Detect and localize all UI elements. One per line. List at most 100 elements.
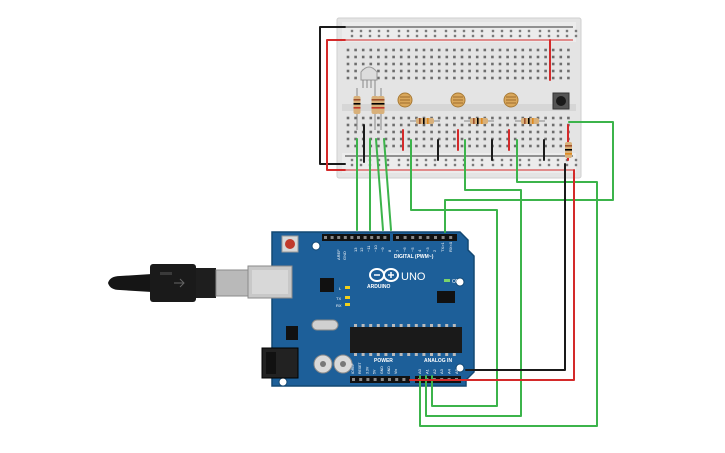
breadboard-hole: [437, 130, 441, 134]
breadboard-hole: [392, 76, 395, 80]
header-pin[interactable]: [350, 236, 354, 239]
header-pin[interactable]: [330, 236, 334, 239]
rail-hole: [471, 29, 475, 33]
rail-hole: [471, 34, 475, 38]
header-pin[interactable]: [449, 236, 453, 239]
breadboard-hole: [422, 123, 426, 127]
breadboard-hole: [399, 69, 403, 73]
usb-port[interactable]: [247, 265, 293, 299]
power-pin-label: IOREF: [351, 363, 355, 374]
led-resistors: [353, 88, 385, 130]
header-pin[interactable]: [352, 378, 355, 381]
breadboard-hole: [384, 48, 388, 52]
breadboard-hole: [513, 116, 517, 120]
wire-ldr3-green[interactable]: [419, 139, 598, 427]
led-tx-label: TX: [336, 296, 341, 301]
header-pin[interactable]: [324, 236, 327, 239]
usb-cable[interactable]: [108, 264, 249, 302]
header-pin[interactable]: [434, 236, 437, 239]
resistor-body[interactable]: [416, 118, 434, 124]
breadboard-hole: [399, 123, 403, 127]
rail-hole: [415, 158, 419, 162]
breadboard-hole: [544, 62, 547, 66]
breadboard-hole: [399, 137, 403, 141]
breadboard-hole: [415, 76, 418, 80]
wire-5v-red[interactable]: [409, 169, 575, 381]
digital-pin-label: ~11: [366, 245, 371, 252]
header-pin[interactable]: [441, 236, 445, 239]
wire-gnd-black[interactable]: [465, 163, 566, 371]
rail-hole: [574, 34, 578, 38]
resistor-body[interactable]: [377, 96, 385, 114]
header-pin[interactable]: [357, 236, 360, 239]
breadboard-hole: [361, 62, 365, 66]
resistor-band: [377, 103, 385, 105]
breadboard-hole: [491, 69, 494, 73]
breadboard-hole: [521, 69, 525, 73]
breadboard-hole: [354, 123, 357, 127]
breadboard-hole: [407, 62, 411, 66]
header-pin[interactable]: [395, 378, 399, 381]
breadboard-hole: [559, 76, 563, 80]
digital-header[interactable]: [322, 234, 457, 241]
rgb-led[interactable]: [360, 66, 378, 88]
wire-led-green-3[interactable]: [375, 138, 384, 231]
reset-button[interactable]: [281, 235, 299, 253]
breadboard-hole: [567, 55, 570, 59]
rail-hole: [556, 158, 560, 162]
photoresistor[interactable]: [450, 92, 466, 108]
breadboard-hole: [536, 137, 540, 141]
breadboard-hole: [430, 130, 433, 134]
header-pin[interactable]: [376, 236, 380, 239]
header-pin[interactable]: [383, 236, 387, 239]
wire-ldr1-green[interactable]: [410, 139, 498, 407]
photoresistor[interactable]: [397, 92, 413, 108]
header-pin[interactable]: [370, 236, 374, 239]
rail-hole: [480, 158, 484, 162]
chip-pin: [430, 353, 433, 356]
header-pin[interactable]: [366, 378, 370, 381]
breadboard-hole: [453, 123, 456, 127]
header-pin[interactable]: [373, 378, 377, 381]
header-pin[interactable]: [402, 378, 406, 381]
wire-led-green-4[interactable]: [383, 138, 392, 231]
rail-hole: [444, 29, 448, 33]
wire-red-rail-loop[interactable]: [326, 39, 346, 171]
header-pin[interactable]: [396, 236, 399, 239]
header-pin[interactable]: [388, 378, 391, 381]
wire-black-rail-loop[interactable]: [319, 26, 346, 165]
header-pin[interactable]: [337, 236, 341, 239]
digital-pin-label: ~10: [373, 244, 378, 252]
digital-pin-label: ~3: [425, 247, 430, 252]
header-pin[interactable]: [403, 236, 407, 239]
resistor-body[interactable]: [470, 118, 488, 124]
breadboard-hole: [544, 137, 547, 141]
breadboard-hole: [536, 62, 540, 66]
resistor-body[interactable]: [371, 96, 379, 114]
breadboard-hole: [536, 69, 540, 73]
pushbutton[interactable]: [552, 92, 570, 110]
header-pin[interactable]: [426, 236, 430, 239]
breadboard-hole: [354, 144, 357, 148]
breadboard-hole: [437, 137, 441, 141]
power-jack[interactable]: [261, 347, 299, 379]
resistor-body[interactable]: [521, 118, 539, 124]
rail-hole: [500, 163, 504, 167]
rail-hole: [359, 29, 363, 33]
wire-ldr2-green[interactable]: [425, 139, 522, 417]
wire-button-green[interactable]: [444, 121, 614, 233]
header-pin[interactable]: [363, 236, 367, 239]
rail-hole: [377, 29, 381, 33]
on-label: ON: [452, 279, 460, 285]
mounting-hole: [311, 241, 321, 251]
header-pin[interactable]: [380, 378, 384, 381]
header-pin[interactable]: [411, 236, 415, 239]
header-pin[interactable]: [359, 378, 363, 381]
photoresistor[interactable]: [503, 92, 519, 108]
header-pin[interactable]: [418, 236, 422, 239]
resistor-body[interactable]: [353, 96, 361, 114]
resistor-band: [423, 118, 425, 124]
header-pin[interactable]: [343, 236, 347, 239]
